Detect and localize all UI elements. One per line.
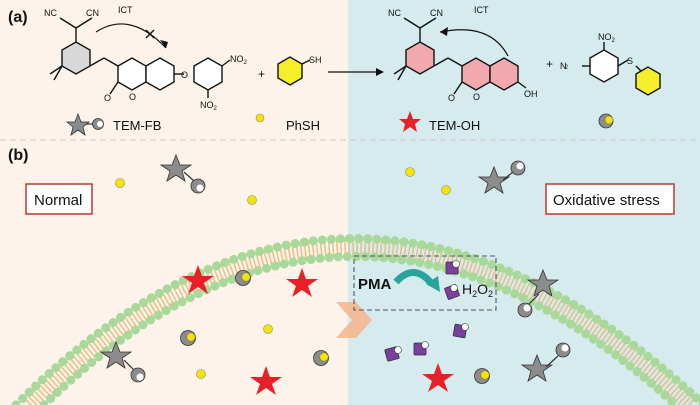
tem-fb-label: TEM-FB [113, 118, 161, 133]
normal-label: Normal [34, 192, 82, 209]
probe-molecule [520, 342, 571, 382]
byproduct-molecule [180, 330, 196, 346]
ros-marker [452, 323, 469, 339]
ict-blocked-arrow [95, 23, 167, 49]
ros-marker [445, 260, 460, 275]
sh-label: SH [309, 55, 322, 65]
o-ring-right: O [473, 92, 480, 102]
o-carbonyl-left: O [104, 93, 111, 103]
cn-right-label: CN [430, 8, 443, 18]
o-link-label: O [181, 70, 188, 80]
ict-active-arrow [439, 29, 509, 57]
pma-label: PMA [358, 276, 392, 293]
o-ring-left: O [129, 92, 136, 102]
o-carbonyl-right: O [448, 93, 455, 103]
ros-marker [384, 346, 402, 362]
phsh-molecule [405, 167, 415, 177]
phsh-molecule [247, 195, 257, 205]
legend-byproduct-icon [598, 113, 614, 129]
probe-molecule [99, 340, 146, 383]
pma-arrowhead [426, 276, 440, 292]
thioether-structure [582, 42, 661, 96]
phsh-molecule [263, 324, 273, 334]
ict-block-mark-2 [145, 29, 155, 39]
pma-box [353, 255, 497, 311]
plus-sign-1: + [258, 67, 265, 81]
plus-sign-2: + [546, 57, 553, 71]
probe-molecule [477, 160, 526, 194]
legend-tem-oh-star [399, 111, 421, 132]
ict-left-label: ICT [118, 5, 133, 15]
byproduct-molecule [313, 350, 329, 366]
byproduct-molecule [474, 368, 490, 384]
reaction-arrowhead [376, 68, 384, 76]
nc-right-label: NC [388, 8, 401, 18]
phsh-ring [277, 56, 303, 86]
phsh-molecule [115, 178, 125, 188]
tem-oh-star [250, 366, 282, 395]
s-link-label: S [627, 56, 633, 66]
no2-label-d: 2N [560, 61, 569, 71]
tem-oh-star [182, 265, 214, 294]
tem-oh-star [422, 363, 454, 392]
no2-label-b: NO2 [200, 100, 218, 112]
legend-probe-icon [65, 112, 104, 136]
cell-membrane [11, 234, 700, 405]
ict-right-label: ICT [474, 5, 489, 15]
tem-oh-star [286, 268, 318, 297]
phsh-molecule [441, 185, 451, 195]
probe-molecule [517, 268, 560, 318]
oh-label: OH [524, 89, 538, 99]
ros-marker [444, 284, 460, 300]
tem-fb-structure [49, 17, 231, 98]
h2o2-label: H2O2 [462, 281, 493, 299]
ros-marker [413, 341, 429, 356]
phsh-bond [301, 59, 311, 65]
transition-chevron [336, 302, 372, 338]
tem-oh-label: TEM-OH [429, 118, 480, 133]
panel-b-label: (b) [8, 147, 28, 164]
nc-left-label: NC [44, 8, 57, 18]
legend-phsh-dot [255, 113, 265, 123]
probe-molecule [159, 153, 206, 194]
phsh-molecule [196, 369, 206, 379]
no2-label-a: NO2 [230, 54, 248, 66]
no2-label-c: NO2 [598, 32, 616, 44]
stress-label: Oxidative stress [553, 192, 660, 209]
byproduct-molecule [235, 270, 251, 286]
stress-label-box [545, 183, 675, 215]
ict-active-arrowhead [440, 27, 448, 36]
normal-label-box [25, 183, 93, 215]
panel-a-label: (a) [8, 9, 28, 26]
ict-blocked-arrowhead [160, 40, 168, 48]
phsh-label: PhSH [286, 118, 320, 133]
pma-arrow [393, 269, 435, 287]
cn-left-label: CN [86, 8, 99, 18]
tem-oh-structure [393, 17, 527, 95]
